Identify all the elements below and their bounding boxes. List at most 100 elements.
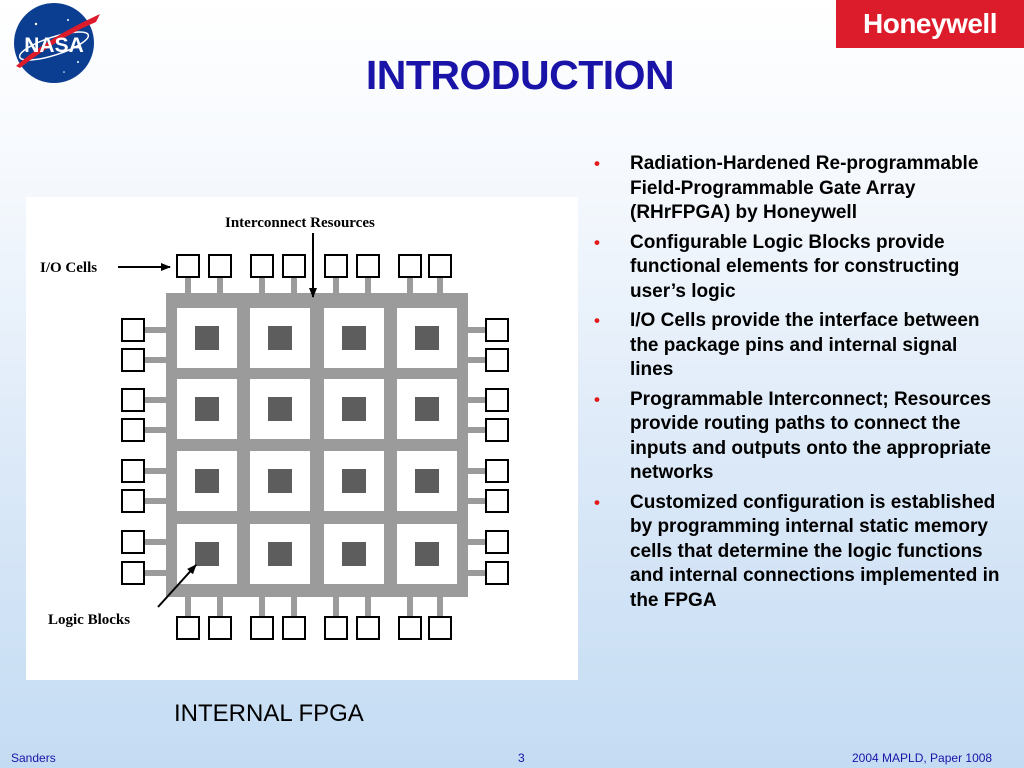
bullet-icon: • bbox=[594, 154, 600, 173]
io-stub bbox=[466, 357, 490, 363]
io-stub bbox=[291, 595, 297, 617]
io-cell bbox=[485, 388, 509, 412]
io-cell bbox=[282, 616, 306, 640]
io-stub bbox=[259, 277, 265, 295]
logic-block bbox=[268, 326, 292, 350]
footer-page-number: 3 bbox=[518, 751, 525, 765]
logic-block bbox=[195, 397, 219, 421]
io-stub bbox=[466, 498, 490, 504]
io-cell bbox=[398, 254, 422, 278]
io-cell bbox=[282, 254, 306, 278]
io-cell bbox=[250, 254, 274, 278]
bullet-icon: • bbox=[594, 311, 600, 330]
io-cell bbox=[324, 616, 348, 640]
io-stub bbox=[407, 595, 413, 617]
io-cell bbox=[428, 254, 452, 278]
io-cell bbox=[121, 388, 145, 412]
io-stub bbox=[185, 595, 191, 617]
io-stub bbox=[466, 539, 490, 545]
io-cell bbox=[121, 561, 145, 585]
io-stub bbox=[217, 595, 223, 617]
io-stub bbox=[466, 397, 490, 403]
io-cell bbox=[398, 616, 422, 640]
logic-block bbox=[415, 469, 439, 493]
logic-block bbox=[195, 542, 219, 566]
io-cell bbox=[485, 530, 509, 554]
io-stub bbox=[144, 570, 168, 576]
io-cell bbox=[250, 616, 274, 640]
io-cell bbox=[176, 254, 200, 278]
page-title: INTRODUCTION bbox=[365, 52, 675, 98]
io-stub bbox=[217, 277, 223, 295]
io-cell bbox=[121, 530, 145, 554]
honeywell-logo-text: Honeywell bbox=[863, 8, 997, 39]
io-cell bbox=[121, 489, 145, 513]
logic-block bbox=[342, 326, 366, 350]
io-cell bbox=[485, 561, 509, 585]
io-cell bbox=[485, 348, 509, 372]
bullet-icon: • bbox=[594, 389, 600, 409]
io-stub bbox=[333, 595, 339, 617]
diagram-caption: INTERNAL FPGA bbox=[174, 700, 364, 727]
io-stub bbox=[259, 595, 265, 617]
io-cell bbox=[485, 418, 509, 442]
io-stub bbox=[407, 277, 413, 295]
bullet-list: •Radiation-Hardened Re-programmable Fiel… bbox=[590, 152, 1000, 618]
footer-conference: 2004 MAPLD, Paper 1008 bbox=[852, 751, 993, 765]
bullet-item: •Configurable Logic Blocks provide funct… bbox=[594, 231, 960, 302]
io-stub bbox=[437, 595, 443, 617]
io-stub bbox=[144, 498, 168, 504]
bullet-icon: • bbox=[594, 232, 600, 252]
bullet-item: •I/O Cells provide the interface between… bbox=[594, 310, 980, 380]
io-cell bbox=[485, 459, 509, 483]
io-stub bbox=[365, 277, 371, 295]
logic-blocks-arrow bbox=[157, 564, 197, 608]
logic-block bbox=[342, 469, 366, 493]
logic-block bbox=[195, 326, 219, 350]
io-cell bbox=[356, 254, 380, 278]
interconnect-resources-label: Interconnect Resources bbox=[225, 215, 375, 231]
io-stub bbox=[291, 277, 297, 295]
io-stub bbox=[144, 468, 168, 474]
io-cell bbox=[485, 489, 509, 513]
bullet-item: •Customized configuration is established… bbox=[594, 491, 1000, 611]
io-stub bbox=[144, 397, 168, 403]
io-stub bbox=[144, 427, 168, 433]
logic-blocks-label: Logic Blocks bbox=[48, 612, 130, 628]
io-stub bbox=[365, 595, 371, 617]
logic-block bbox=[415, 542, 439, 566]
logic-block bbox=[268, 397, 292, 421]
io-stub bbox=[144, 327, 168, 333]
io-cell bbox=[121, 459, 145, 483]
io-stub bbox=[466, 427, 490, 433]
bullet-item: •Programmable Interconnect; Resources pr… bbox=[594, 388, 992, 484]
logic-block bbox=[342, 397, 366, 421]
io-stub bbox=[466, 570, 490, 576]
bullet-item: •Radiation-Hardened Re-programmable Fiel… bbox=[594, 153, 979, 223]
io-cell bbox=[121, 418, 145, 442]
io-cell bbox=[121, 348, 145, 372]
io-cell bbox=[428, 616, 452, 640]
io-stub bbox=[466, 468, 490, 474]
nasa-logo-text: NASA bbox=[24, 34, 84, 57]
fpga-diagram-svg: Interconnect Resources I/O Cells Logic B… bbox=[40, 215, 509, 640]
logic-block bbox=[268, 469, 292, 493]
io-cell bbox=[356, 616, 380, 640]
logic-block bbox=[268, 542, 292, 566]
logic-block bbox=[415, 397, 439, 421]
footer-author: Sanders bbox=[11, 751, 56, 765]
logic-block bbox=[415, 326, 439, 350]
io-cell bbox=[208, 254, 232, 278]
io-stub bbox=[437, 277, 443, 295]
io-cell bbox=[485, 318, 509, 342]
io-cell bbox=[176, 616, 200, 640]
bullet-icon: • bbox=[594, 492, 600, 512]
io-stub bbox=[144, 357, 168, 363]
logic-block bbox=[195, 469, 219, 493]
io-cell bbox=[121, 318, 145, 342]
io-cell bbox=[208, 616, 232, 640]
honeywell-logo: Honeywell bbox=[836, 0, 1024, 48]
fpga-diagram: Interconnect Resources I/O Cells Logic B… bbox=[26, 197, 578, 680]
io-stub bbox=[185, 277, 191, 295]
io-cell bbox=[324, 254, 348, 278]
